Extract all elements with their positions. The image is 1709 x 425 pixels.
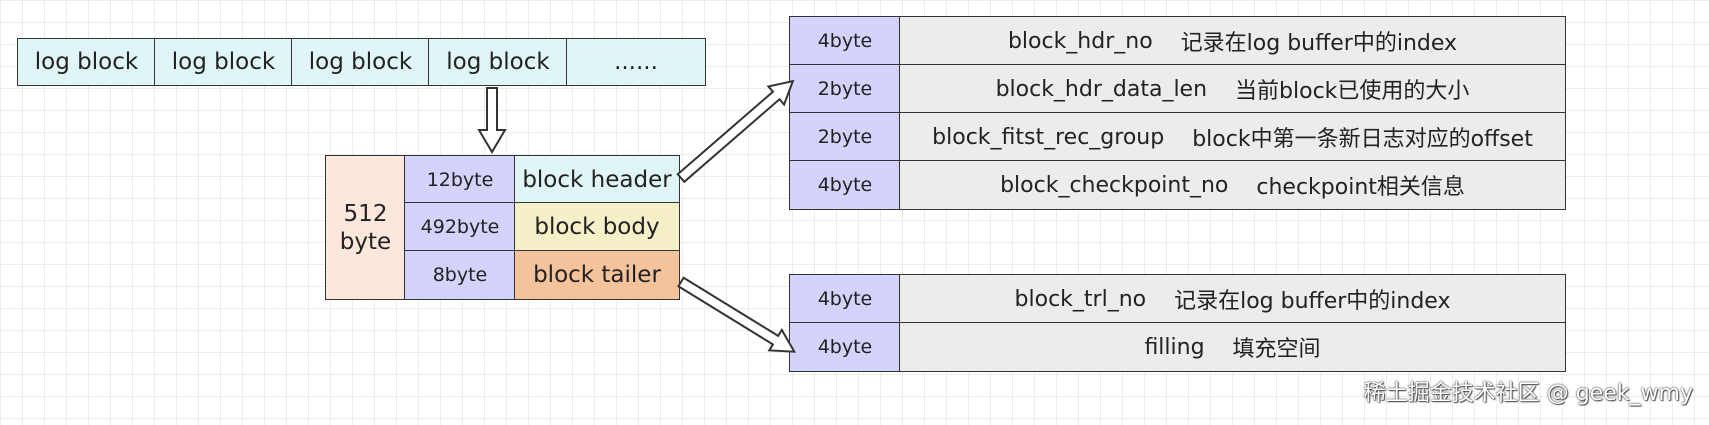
log-block-label: log block	[34, 49, 139, 75]
tailer-size-cell: 8byte	[404, 250, 516, 300]
body-size-label: 492byte	[420, 216, 500, 238]
watermark: 稀土掘金技术社区 @ geek_wmy	[1363, 381, 1693, 406]
field-desc: 当前block已使用的大小	[1235, 79, 1470, 104]
tailer-field-size: 4byte	[789, 322, 901, 372]
block-header-cell: block header	[514, 155, 680, 204]
field-size-label: 4byte	[817, 174, 873, 196]
field-size-label: 4byte	[817, 288, 873, 310]
field-desc: checkpoint相关信息	[1256, 175, 1465, 200]
tailer-field-size: 4byte	[789, 274, 901, 324]
header-size-cell: 12byte	[404, 155, 516, 204]
field-desc: block中第一条新日志对应的offset	[1192, 127, 1533, 152]
header-field-size: 2byte	[789, 112, 901, 162]
block-header-label: block header	[522, 166, 672, 193]
total-size-value: 512	[343, 200, 388, 227]
log-block-label: log block	[171, 49, 276, 75]
header-field-desc: block_fitst_rec_group block中第一条新日志对应的offs…	[899, 112, 1566, 162]
block-body-label: block body	[534, 214, 660, 240]
field-name: block_fitst_rec_group	[932, 124, 1165, 150]
log-block-cell: log block	[428, 38, 568, 86]
header-field-size: 4byte	[789, 16, 901, 66]
total-size-unit: byte	[339, 228, 392, 255]
tailer-arrow-icon	[677, 276, 797, 353]
log-block-label: log block	[446, 49, 550, 75]
ellipsis-label: ......	[614, 49, 658, 75]
field-size-label: 2byte	[817, 126, 873, 148]
tailer-size-label: 8byte	[432, 264, 488, 286]
log-block-cell: log block	[154, 38, 293, 86]
field-desc: 填充空间	[1232, 337, 1321, 362]
log-block-cell: log block	[17, 38, 156, 86]
header-field-size: 4byte	[789, 160, 901, 210]
header-size-label: 12byte	[426, 168, 494, 191]
header-field-desc: block_checkpoint_no checkpoint相关信息	[899, 160, 1566, 210]
field-size-label: 4byte	[817, 336, 873, 358]
field-size-label: 2byte	[817, 78, 873, 100]
header-field-desc: block_hdr_data_len 当前block已使用的大小	[899, 64, 1566, 114]
tailer-field-desc: filling 填充空间	[899, 322, 1566, 372]
body-size-cell: 492byte	[404, 202, 516, 252]
header-field-size: 2byte	[789, 64, 901, 114]
block-body-cell: block body	[514, 202, 680, 252]
field-name: block_checkpoint_no	[1000, 172, 1229, 198]
log-block-label: log block	[308, 49, 413, 75]
field-desc: 记录在log buffer中的index	[1180, 31, 1458, 56]
block-tailer-label: block tailer	[533, 262, 661, 288]
field-name: filling	[1144, 334, 1205, 360]
block-total-size: 512 byte	[325, 155, 406, 300]
field-name: block_trl_no	[1014, 286, 1147, 312]
field-name: block_hdr_no	[1007, 28, 1153, 54]
block-tailer-cell: block tailer	[514, 250, 680, 300]
ellipsis-cell: ......	[566, 38, 706, 86]
down-arrow-icon	[477, 87, 507, 154]
field-size-label: 4byte	[817, 30, 873, 52]
log-block-cell: log block	[291, 38, 430, 86]
field-name: block_hdr_data_len	[995, 76, 1208, 102]
header-field-desc: block_hdr_no 记录在log buffer中的index	[899, 16, 1566, 66]
field-desc: 记录在log buffer中的index	[1174, 289, 1451, 314]
header-arrow-icon	[676, 79, 795, 184]
tailer-field-desc: block_trl_no 记录在log buffer中的index	[899, 274, 1566, 324]
